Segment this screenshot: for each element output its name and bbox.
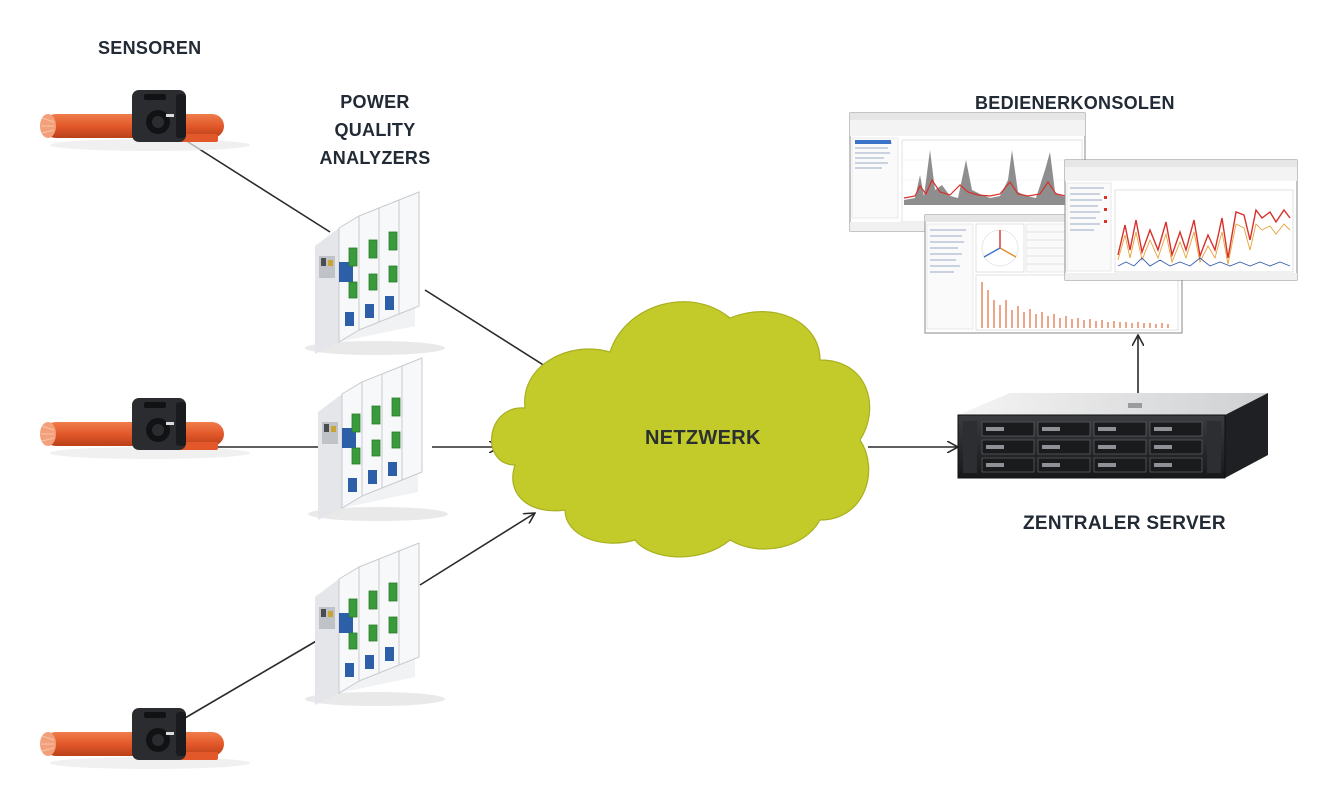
operator-consoles [849, 112, 1298, 334]
network-cloud [491, 301, 871, 558]
link-analyzer3-network [419, 513, 535, 586]
sensor-3 [39, 707, 251, 770]
analyzers-label-line-1: POWER [340, 92, 410, 112]
console-window-1 [849, 112, 1086, 232]
central-server [957, 393, 1268, 479]
consoles-label: BEDIENERKONSOLEN [975, 93, 1175, 113]
link-sensor1-analyzer1 [184, 139, 331, 233]
analyzers-label-line-3: ANALYZERS [319, 148, 431, 168]
link-sensor3-analyzer3 [184, 639, 319, 719]
sensor-2 [39, 397, 251, 460]
power-quality-analyzer-2 [307, 357, 449, 522]
analyzers-label-line-2: QUALITY [334, 120, 416, 140]
sensor-1 [39, 89, 251, 152]
console-window-2 [1064, 159, 1298, 281]
sensors-label: SENSOREN [98, 38, 202, 58]
power-quality-analyzer-3 [304, 542, 446, 707]
server-label: ZENTRALER SERVER [1023, 513, 1226, 534]
power-quality-analyzer-1 [304, 191, 446, 356]
network-label: NETZWERK [645, 427, 761, 449]
analyzers-label: POWER QUALITY ANALYZERS [300, 88, 450, 172]
